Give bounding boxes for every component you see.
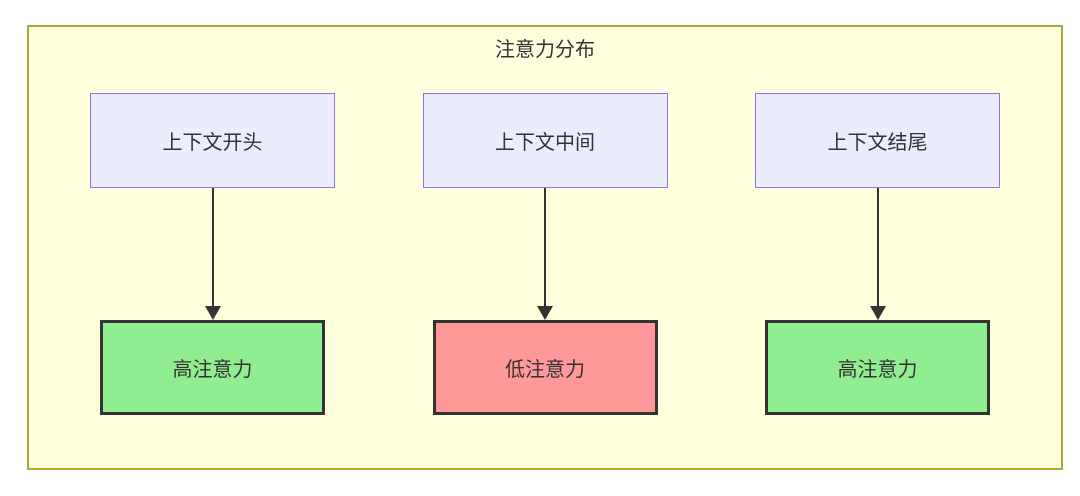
context-middle-node: 上下文中间 (422, 93, 668, 188)
arrow-down (869, 188, 886, 320)
diagram-columns: 上下文开头 高注意力 上下文中间 低注意力 上下文结尾 (29, 93, 1061, 415)
diagram-column-begin: 上下文开头 高注意力 (90, 93, 335, 415)
context-begin-node: 上下文开头 (90, 93, 335, 188)
attention-node-end: 高注意力 (765, 320, 990, 415)
diagram-title: 注意力分布 (495, 39, 595, 61)
attention-distribution-diagram: 注意力分布 上下文开头 高注意力 上下文中间 低注意力 (27, 25, 1063, 470)
diagram-column-end: 上下文结尾 高注意力 (755, 93, 1000, 415)
arrow-head-icon (537, 306, 553, 320)
arrow-down (537, 188, 553, 320)
arrow-line (544, 188, 546, 307)
arrow-down (204, 188, 221, 320)
attention-node-begin: 高注意力 (100, 320, 325, 415)
attention-node-middle: 低注意力 (432, 320, 658, 415)
arrow-head-icon (204, 306, 221, 320)
arrow-line (876, 188, 879, 307)
arrow-head-icon (869, 306, 886, 320)
diagram-column-middle: 上下文中间 低注意力 (422, 93, 668, 415)
arrow-line (211, 188, 214, 307)
context-end-node: 上下文结尾 (755, 93, 1000, 188)
